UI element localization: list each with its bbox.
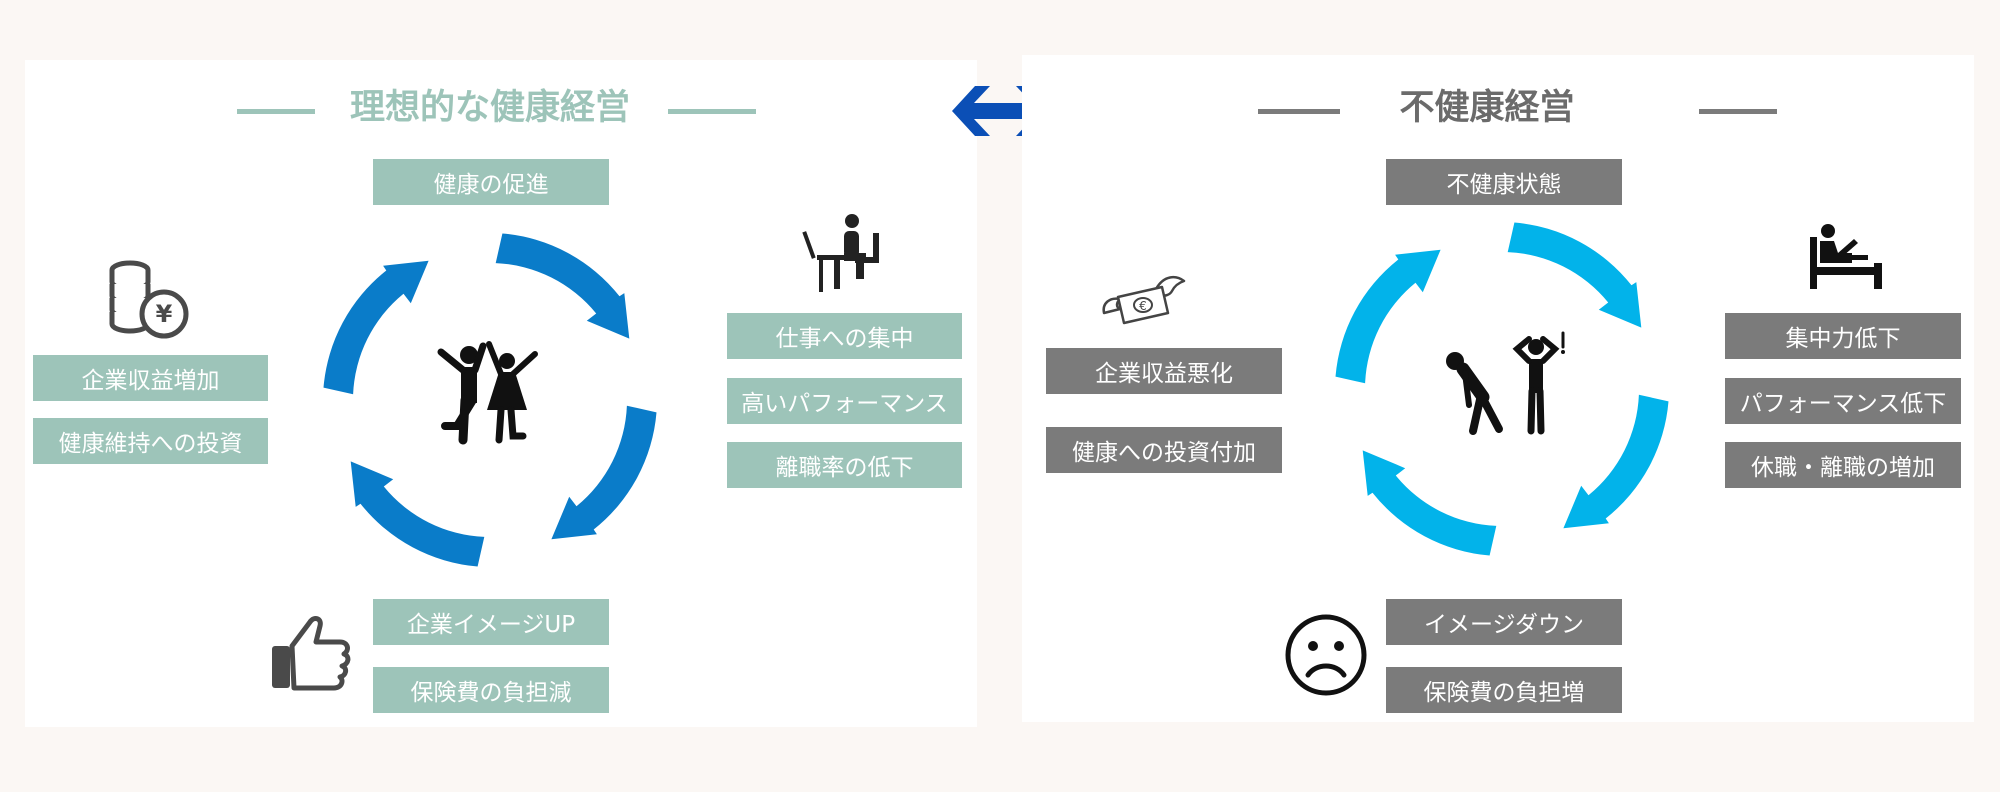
flying-money-icon: € bbox=[1102, 275, 1186, 325]
happy-people-icon bbox=[437, 341, 538, 445]
bottom-box-1: イメージダウン bbox=[1386, 599, 1622, 645]
cycle-arrows-icon bbox=[1335, 222, 1669, 556]
bottom-box-1: 企業イメージUP bbox=[373, 599, 609, 645]
bottom-box-2: 保険費の負担減 bbox=[373, 667, 609, 713]
thumbs-up-icon bbox=[272, 616, 351, 691]
title-rule-right bbox=[668, 109, 756, 114]
unhealthy-title: 不健康経営 bbox=[1399, 88, 1575, 128]
right-box-1: 仕事への集中 bbox=[727, 313, 962, 359]
top-box: 健康の促進 bbox=[373, 159, 609, 205]
right-box-2: パフォーマンス低下 bbox=[1725, 378, 1961, 424]
cycle-arrows-icon bbox=[323, 233, 657, 567]
bottom-box-2: 保険費の負担増 bbox=[1386, 667, 1622, 713]
troubled-people-icon bbox=[1446, 331, 1565, 435]
right-box-1: 集中力低下 bbox=[1725, 313, 1961, 359]
desk-worker-icon bbox=[802, 214, 879, 292]
svg-text:¥: ¥ bbox=[156, 300, 173, 328]
title-rule-left bbox=[237, 109, 315, 114]
top-box: 不健康状態 bbox=[1386, 159, 1622, 205]
ideal-management-panel: 理想的な健康経営 健康の促進 企業収益増加 健康維持への投資 仕事への集中 高い… bbox=[25, 60, 977, 727]
title-rule-left bbox=[1258, 109, 1340, 114]
right-box-3: 離職率の低下 bbox=[727, 442, 962, 488]
ideal-title: 理想的な健康経営 bbox=[349, 88, 630, 128]
yen-coins-icon: ¥ bbox=[109, 260, 189, 339]
unhealthy-management-panel: 不健康経営 不健康状態 企業収益悪化 健康への投資付加 集中力低下 パフォーマン… bbox=[1022, 55, 1974, 722]
left-box-2: 健康への投資付加 bbox=[1046, 427, 1282, 473]
right-box-3: 休職・離職の増加 bbox=[1725, 442, 1961, 488]
left-box-1: 企業収益増加 bbox=[33, 355, 268, 401]
svg-text:€: € bbox=[1139, 299, 1147, 313]
sad-face-icon bbox=[1285, 614, 1367, 696]
left-box-2: 健康維持への投資 bbox=[33, 418, 268, 464]
right-box-2: 高いパフォーマンス bbox=[727, 378, 962, 424]
left-box-1: 企業収益悪化 bbox=[1046, 348, 1282, 394]
sick-in-bed-icon bbox=[1810, 224, 1882, 289]
title-rule-right bbox=[1699, 109, 1777, 114]
